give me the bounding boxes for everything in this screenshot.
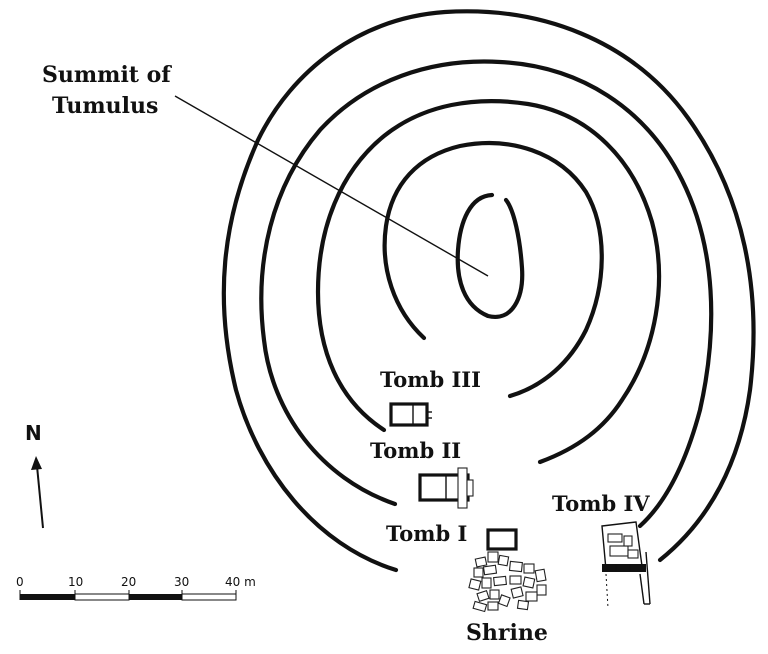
scale-tick-0: 0 [16, 575, 24, 589]
scale-segment-3 [129, 594, 182, 600]
tomb-ii-plan [418, 467, 474, 509]
contour-second [259, 59, 714, 529]
tomb-iv-dromos [602, 564, 646, 572]
scale-tick-20: 20 [121, 575, 136, 589]
tomb-iv-plan [601, 521, 651, 609]
north-label: N [25, 421, 42, 445]
scale-segment-4 [181, 593, 237, 601]
tomb-ii-label: Tomb II [370, 438, 461, 463]
tomb-iii-plan [389, 402, 432, 427]
scale-segment-1 [20, 594, 75, 600]
contour-lines [221, 9, 756, 573]
scale-bar: 0 10 20 30 40 m [16, 575, 256, 601]
tomb-i-label: Tomb I [386, 521, 467, 546]
north-arrow-icon [31, 456, 44, 529]
tomb-iv-label: Tomb IV [552, 491, 650, 516]
scale-segment-2 [74, 593, 130, 601]
tomb-i-plan [486, 528, 518, 551]
contour-outer [221, 9, 756, 573]
contour-third [315, 99, 662, 465]
scale-tick-40: 40 m [225, 575, 256, 589]
summit-label-line1: Summit of [42, 62, 172, 88]
summit-leader-line [174, 95, 489, 277]
contour-fourth [382, 141, 604, 399]
tomb-iii-label: Tomb III [380, 367, 481, 392]
shrine-label: Shrine [466, 620, 548, 646]
shrine-plan [468, 551, 547, 613]
scale-tick-10: 10 [68, 575, 83, 589]
scale-tick-30: 30 [174, 575, 189, 589]
summit-label-line2: Tumulus [52, 93, 158, 119]
tomb-iv-dashed-line [605, 573, 609, 609]
contour-summit [455, 192, 525, 320]
